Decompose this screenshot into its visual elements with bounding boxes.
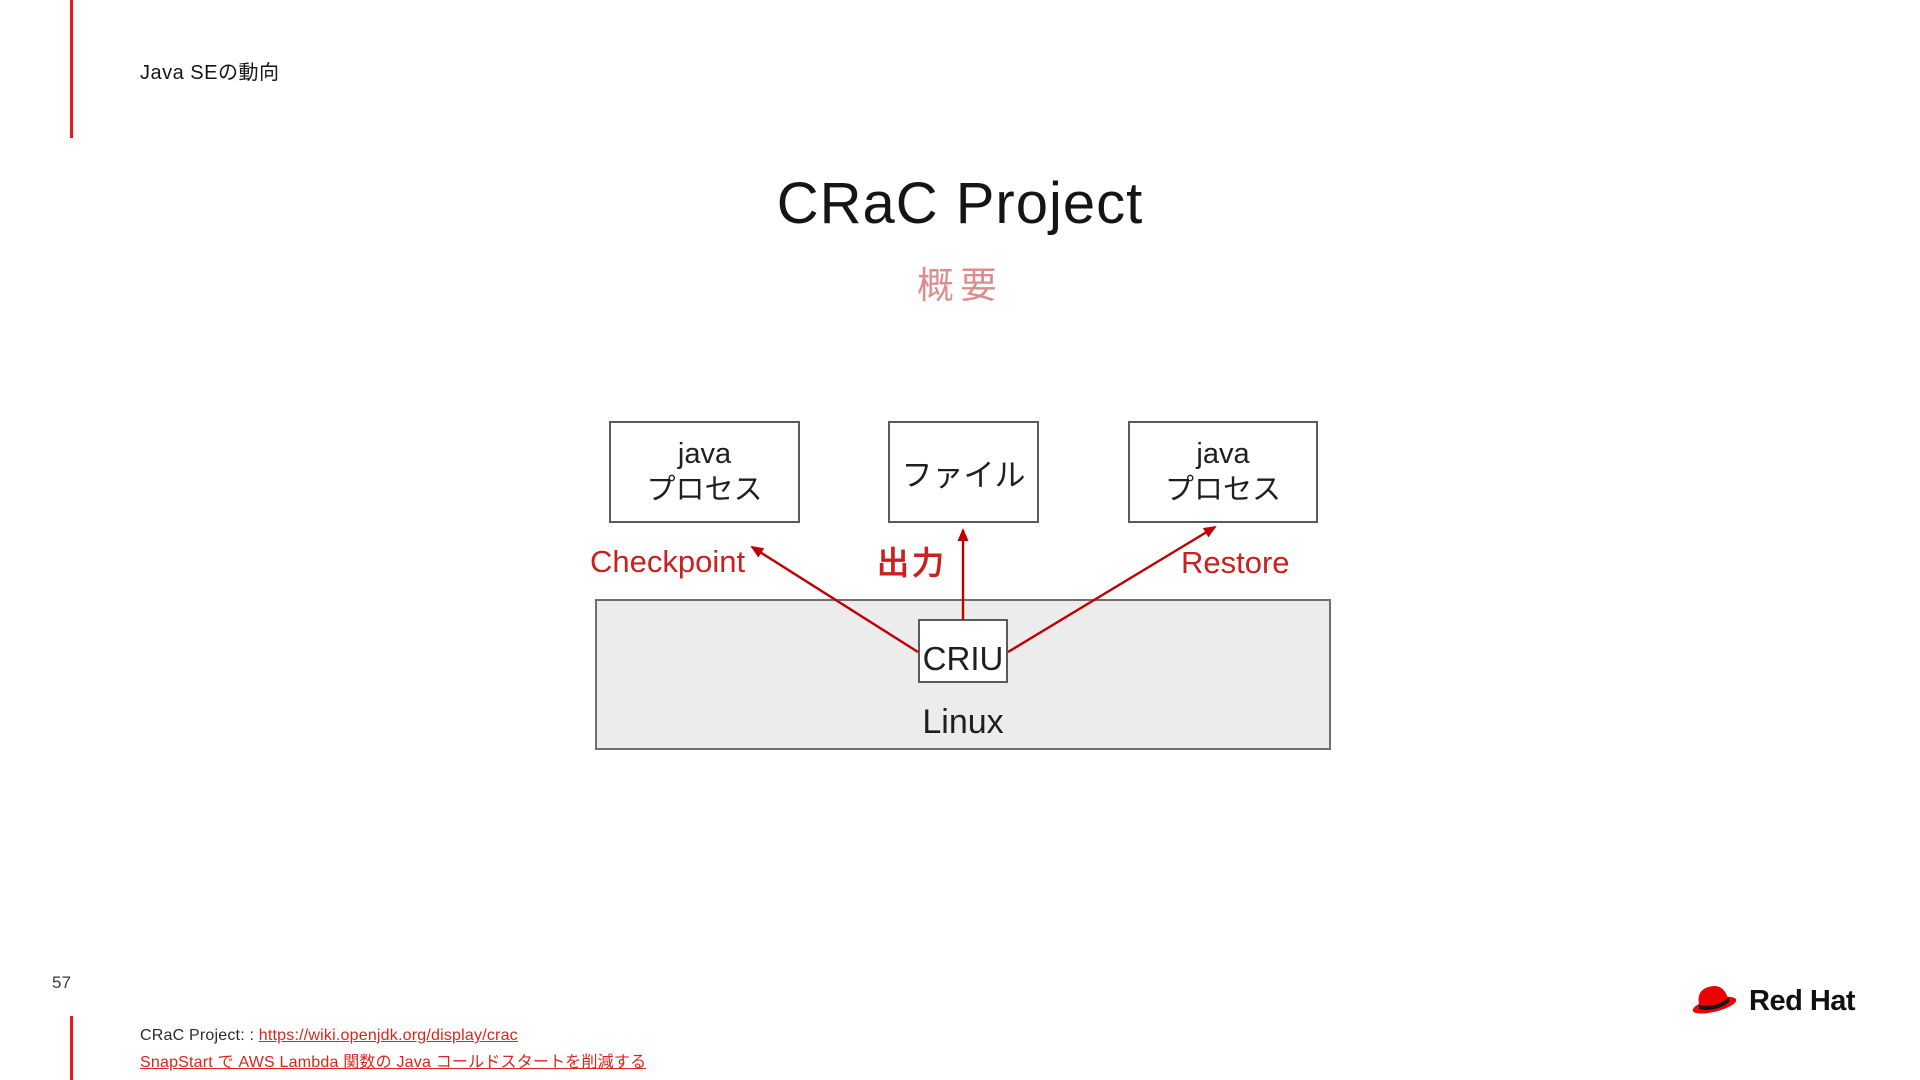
java-process-box-left: java プロセス: [609, 421, 800, 523]
checkpoint-label: Checkpoint: [590, 544, 746, 579]
java-process-left-label: java プロセス: [646, 437, 763, 506]
reference-prefix: CRaC Project: :: [140, 1027, 259, 1044]
bottom-accent-rule: [70, 1016, 73, 1080]
top-accent-rule: [70, 0, 73, 138]
reference-line-2: SnapStart で AWS Lambda 関数の Java コールドスタート…: [140, 1049, 646, 1076]
linux-box-label: Linux: [922, 703, 1004, 741]
snapstart-link[interactable]: SnapStart で AWS Lambda 関数の Java コールドスタート…: [140, 1054, 647, 1071]
redhat-wordmark: Red Hat: [1749, 984, 1856, 1017]
page-title: CRaC Project: [776, 171, 1144, 236]
criu-box: CRIU: [918, 619, 1008, 683]
java-process-box-right: java プロセス: [1128, 421, 1318, 523]
file-box: ファイル: [888, 421, 1039, 523]
output-label: 出力: [877, 545, 948, 581]
reference-line-1: CRaC Project: : https://wiki.openjdk.org…: [140, 1022, 646, 1049]
page-number: 57: [52, 973, 71, 992]
footer-references: CRaC Project: : https://wiki.openjdk.org…: [140, 1022, 646, 1076]
criu-box-label: CRIU: [922, 640, 1004, 677]
redhat-logo: Red Hat: [1686, 980, 1856, 1022]
java-process-right-label: java プロセス: [1164, 437, 1281, 506]
file-box-label: ファイル: [901, 457, 1026, 493]
restore-label: Restore: [1181, 545, 1290, 580]
crac-project-link[interactable]: https://wiki.openjdk.org/display/crac: [258, 1027, 518, 1044]
section-eyebrow: Java SEの動向: [140, 62, 280, 84]
redhat-hat-icon: [1692, 986, 1737, 1014]
page-subtitle: 概要: [917, 265, 1003, 306]
